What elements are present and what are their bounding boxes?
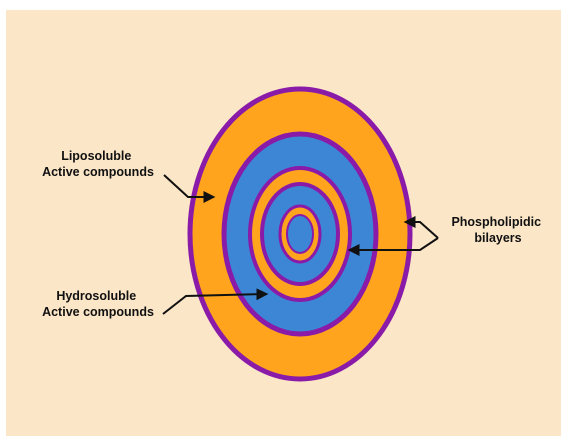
liposome — [190, 89, 410, 379]
label-hydrosoluble-line1: Hydrosoluble — [56, 289, 136, 303]
label-hydrosoluble-line2: Active compounds — [42, 305, 154, 319]
label-phospholipidic-line2: bilayers — [474, 231, 521, 245]
label-hydrosoluble: Hydrosoluble Active compounds — [42, 289, 154, 319]
label-phospholipidic-line1: Phospholipidic — [451, 215, 541, 229]
label-liposoluble-line2: Active compounds — [42, 165, 154, 179]
aqueous-core — [287, 215, 313, 253]
label-phospholipidic: Phospholipidic bilayers — [451, 215, 544, 245]
label-liposoluble: Liposoluble Active compounds — [42, 149, 154, 179]
label-liposoluble-line1: Liposoluble — [61, 149, 131, 163]
